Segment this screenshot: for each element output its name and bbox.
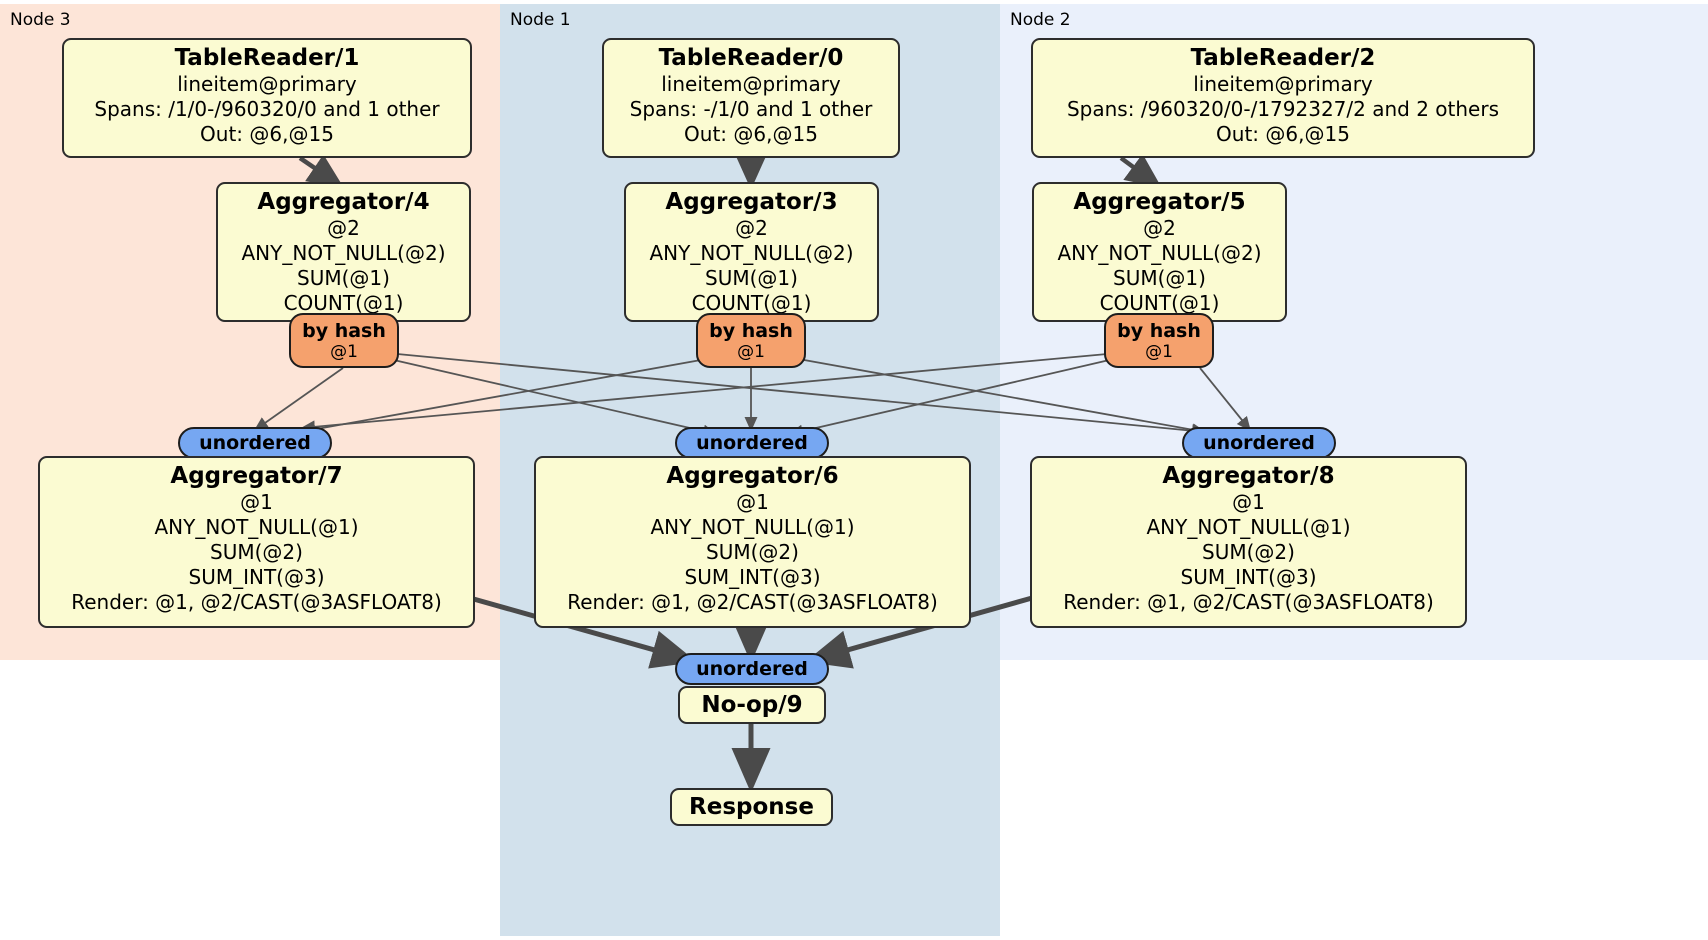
processor-aggregator-4[interactable]: Aggregator/4 @2 ANY_NOT_NULL(@2) SUM(@1)…	[216, 182, 471, 322]
router-column: @1	[330, 341, 358, 362]
processor-detail: Render: @1, @2/CAST(@3ASFLOAT8)	[71, 590, 442, 614]
processor-table-reader-1[interactable]: TableReader/1 lineitem@primary Spans: /1…	[62, 38, 472, 158]
synchronizer-unordered-mid[interactable]: unordered	[675, 427, 829, 459]
processor-detail: SUM_INT(@3)	[684, 565, 821, 589]
synchronizer-label: unordered	[696, 658, 808, 680]
router-label: by hash	[709, 319, 793, 342]
processor-detail: COUNT(@1)	[283, 291, 404, 315]
processor-detail: @1	[1232, 490, 1265, 514]
processor-detail: Out: @6,@15	[1216, 122, 1350, 146]
processor-detail: Render: @1, @2/CAST(@3ASFLOAT8)	[1063, 590, 1434, 614]
processor-detail: @2	[327, 216, 360, 240]
node-region-label: Node 3	[10, 10, 71, 30]
synchronizer-label: unordered	[199, 432, 311, 454]
processor-detail: ANY_NOT_NULL(@2)	[241, 241, 446, 265]
processor-detail: ANY_NOT_NULL(@1)	[650, 515, 855, 539]
router-label: by hash	[302, 319, 386, 342]
router-by-hash-right[interactable]: by hash @1	[1104, 313, 1214, 368]
processor-aggregator-8[interactable]: Aggregator/8 @1 ANY_NOT_NULL(@1) SUM(@2)…	[1030, 456, 1467, 628]
processor-title: Aggregator/3	[665, 189, 838, 215]
processor-title: TableReader/0	[658, 45, 844, 71]
processor-table-reader-0[interactable]: TableReader/0 lineitem@primary Spans: -/…	[602, 38, 900, 158]
processor-response[interactable]: Response	[670, 788, 833, 826]
processor-detail: ANY_NOT_NULL(@1)	[1146, 515, 1351, 539]
processor-detail: lineitem@primary	[661, 72, 841, 96]
processor-title: TableReader/2	[1190, 45, 1376, 71]
processor-title: Aggregator/7	[170, 463, 343, 489]
processor-detail: Render: @1, @2/CAST(@3ASFLOAT8)	[567, 590, 938, 614]
router-column: @1	[737, 341, 765, 362]
processor-detail: ANY_NOT_NULL(@2)	[1057, 241, 1262, 265]
synchronizer-label: unordered	[696, 432, 808, 454]
processor-detail: @2	[735, 216, 768, 240]
processor-detail: lineitem@primary	[177, 72, 357, 96]
router-column: @1	[1145, 341, 1173, 362]
processor-detail: SUM(@1)	[297, 266, 390, 290]
synchronizer-unordered-left[interactable]: unordered	[178, 427, 332, 459]
processor-detail: SUM(@2)	[706, 540, 799, 564]
synchronizer-unordered-right[interactable]: unordered	[1182, 427, 1336, 459]
processor-detail: @1	[736, 490, 769, 514]
processor-detail: SUM(@1)	[705, 266, 798, 290]
processor-detail: ANY_NOT_NULL(@1)	[154, 515, 359, 539]
processor-detail: Spans: -/1/0 and 1 other	[629, 97, 873, 121]
processor-detail: SUM_INT(@3)	[1180, 565, 1317, 589]
processor-title: Aggregator/8	[1162, 463, 1335, 489]
processor-aggregator-5[interactable]: Aggregator/5 @2 ANY_NOT_NULL(@2) SUM(@1)…	[1032, 182, 1287, 322]
synchronizer-label: unordered	[1203, 432, 1315, 454]
processor-title: Aggregator/6	[666, 463, 839, 489]
router-by-hash-mid[interactable]: by hash @1	[696, 313, 806, 368]
processor-detail: COUNT(@1)	[1099, 291, 1220, 315]
node-region-label: Node 2	[1010, 10, 1071, 30]
processor-detail: SUM(@2)	[1202, 540, 1295, 564]
processor-aggregator-6[interactable]: Aggregator/6 @1 ANY_NOT_NULL(@1) SUM(@2)…	[534, 456, 971, 628]
processor-aggregator-3[interactable]: Aggregator/3 @2 ANY_NOT_NULL(@2) SUM(@1)…	[624, 182, 879, 322]
processor-title: Response	[689, 794, 814, 820]
processor-detail: Spans: /960320/0-/1792327/2 and 2 others	[1066, 97, 1499, 121]
processor-table-reader-2[interactable]: TableReader/2 lineitem@primary Spans: /9…	[1031, 38, 1535, 158]
processor-detail: @2	[1143, 216, 1176, 240]
processor-detail: SUM_INT(@3)	[188, 565, 325, 589]
processor-title: TableReader/1	[174, 45, 360, 71]
processor-detail: COUNT(@1)	[691, 291, 812, 315]
processor-title: Aggregator/4	[257, 189, 430, 215]
processor-title: No-op/9	[701, 692, 803, 718]
processor-detail: Out: @6,@15	[684, 122, 818, 146]
processor-detail: lineitem@primary	[1193, 72, 1373, 96]
processor-detail: ANY_NOT_NULL(@2)	[649, 241, 854, 265]
router-by-hash-left[interactable]: by hash @1	[289, 313, 399, 368]
processor-detail: Out: @6,@15	[200, 122, 334, 146]
processor-detail: SUM(@2)	[210, 540, 303, 564]
processor-title: Aggregator/5	[1073, 189, 1246, 215]
synchronizer-unordered-final[interactable]: unordered	[675, 653, 829, 685]
processor-detail: @1	[240, 490, 273, 514]
processor-no-op-9[interactable]: No-op/9	[678, 686, 826, 724]
router-label: by hash	[1117, 319, 1201, 342]
processor-aggregator-7[interactable]: Aggregator/7 @1 ANY_NOT_NULL(@1) SUM(@2)…	[38, 456, 475, 628]
processor-detail: SUM(@1)	[1113, 266, 1206, 290]
processor-detail: Spans: /1/0-/960320/0 and 1 other	[94, 97, 440, 121]
node-region-label: Node 1	[510, 10, 571, 30]
